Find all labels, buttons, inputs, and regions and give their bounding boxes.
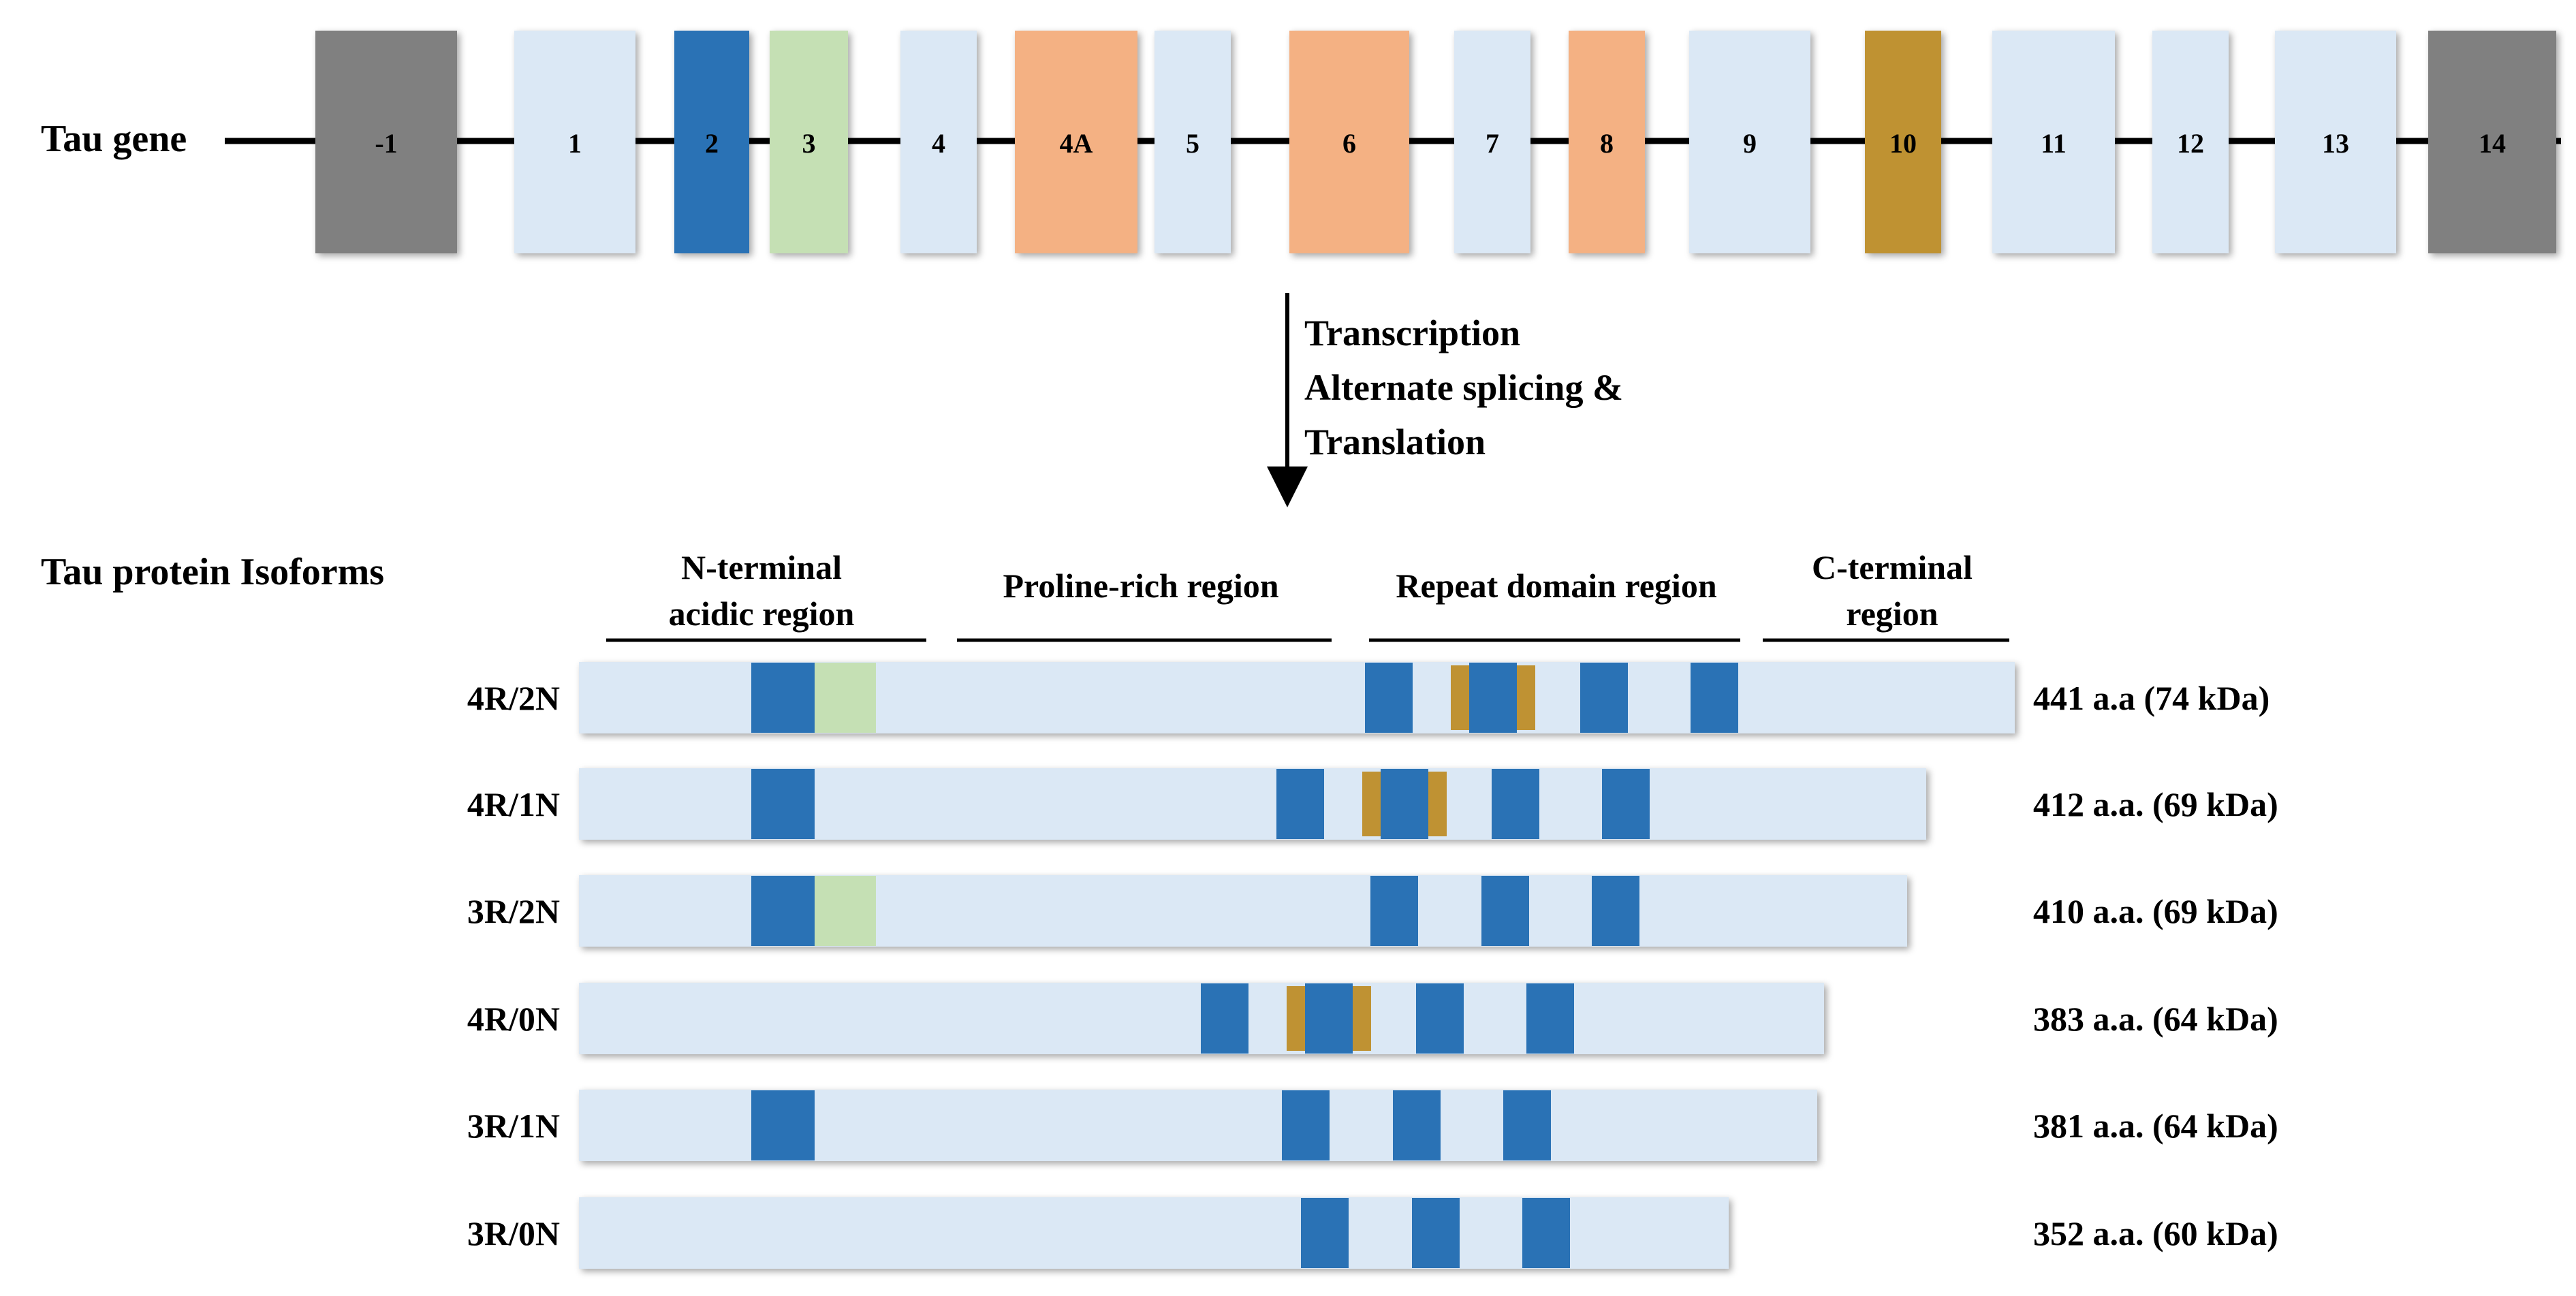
isoform-row-4r-0n: 4R/0N 383 a.a. (64 kDa) (467, 983, 2278, 1054)
exon-label: 6 (1342, 128, 1356, 159)
process-transcription: Transcription (1304, 313, 1520, 353)
region-c-terminal-line2: region (1846, 595, 1938, 633)
exon-label: 1 (568, 128, 582, 159)
repeat-domain-block (1522, 1198, 1570, 1268)
process-splicing: Alternate splicing & (1304, 367, 1623, 408)
region-n-terminal-line2: acidic region (669, 595, 855, 633)
exon-label: 14 (2479, 128, 2506, 159)
repeat-domain-block (1282, 1090, 1330, 1160)
isoform-size: 412 a.a. (69 kDa) (2033, 785, 2278, 823)
exon-3: 3 (770, 31, 848, 253)
process-translation: Translation (1304, 422, 1486, 462)
exon-8: 8 (1569, 31, 1645, 253)
isoform-name: 3R/1N (467, 1107, 560, 1145)
repeat-domain-block (1602, 769, 1650, 839)
exon-label: 3 (802, 128, 816, 159)
exon-1: 1 (514, 31, 635, 253)
repeat-domain-block (1492, 769, 1539, 839)
exon10-marker (1287, 986, 1305, 1051)
isoform-name: 4R/1N (467, 785, 560, 823)
isoform-row-4r-2n: 4R/2N 441 a.a (74 kDa) (467, 662, 2269, 733)
exon2-insert-block (751, 1090, 815, 1160)
exon-label: 9 (1743, 128, 1757, 159)
region-headers: N-terminal acidic region Proline-rich re… (606, 548, 2009, 642)
exon-label: 5 (1186, 128, 1199, 159)
exon10-marker (1362, 772, 1381, 836)
isoform-size: 383 a.a. (64 kDa) (2033, 1000, 2278, 1038)
region-repeat-domain: Repeat domain region (1396, 567, 1716, 605)
exon10-marker (1451, 665, 1469, 730)
exon-label: 10 (1889, 128, 1917, 159)
exon-9: 9 (1689, 31, 1810, 253)
repeat-domain-block (1469, 663, 1517, 733)
exon10-marker (1517, 665, 1535, 730)
exon-7: 7 (1454, 31, 1530, 253)
repeat-domain-block (1301, 1198, 1349, 1268)
isoform-row-3r-2n: 3R/2N 410 a.a. (69 kDa) (467, 875, 2278, 947)
exon10-marker (1428, 772, 1447, 836)
exon10-marker (1353, 986, 1371, 1051)
repeat-domain-block (1526, 983, 1574, 1054)
repeat-domain-block (1691, 663, 1738, 733)
exon-label: 4 (932, 128, 945, 159)
exon-label: -1 (375, 128, 397, 159)
exon-label: 11 (2041, 128, 2067, 159)
isoform-rows: 4R/2N 441 a.a (74 kDa) 4R/1N 412 a.a. (69 k… (467, 662, 2278, 1269)
isoform-size: 441 a.a (74 kDa) (2033, 679, 2269, 717)
repeat-domain-block (1381, 769, 1428, 839)
region-proline-rich: Proline-rich region (1003, 567, 1278, 605)
exon3-insert-block (815, 663, 876, 733)
exon-label: 4A (1060, 128, 1093, 159)
exon-5: 5 (1155, 31, 1231, 253)
gene-label: Tau gene (41, 118, 187, 160)
exon-10: 10 (1865, 31, 1941, 253)
repeat-domain-block (1201, 983, 1248, 1054)
repeat-domain-block (1481, 876, 1529, 946)
exon-minus1: -1 (315, 31, 457, 253)
exon3-insert-block (815, 876, 876, 946)
isoform-name: 4R/0N (467, 1000, 560, 1038)
isoform-row-3r-0n: 3R/0N 352 a.a. (60 kDa) (467, 1197, 2278, 1269)
exon-14: 14 (2428, 31, 2556, 253)
repeat-domain-block (1412, 1198, 1460, 1268)
repeat-domain-block (1416, 983, 1464, 1054)
isoform-size: 352 a.a. (60 kDa) (2033, 1214, 2278, 1252)
isoform-name: 4R/2N (467, 679, 560, 717)
repeat-domain-block (1393, 1090, 1441, 1160)
exon-13: 13 (2275, 31, 2396, 253)
isoform-size: 381 a.a. (64 kDa) (2033, 1107, 2278, 1145)
exon-2: 2 (674, 31, 749, 253)
repeat-domain-block (1503, 1090, 1551, 1160)
repeat-domain-block (1276, 769, 1324, 839)
exon-label: 12 (2177, 128, 2204, 159)
repeat-domain-block (1305, 983, 1353, 1054)
isoform-name: 3R/2N (467, 892, 560, 930)
exon-label: 13 (2322, 128, 2349, 159)
isoforms-title: Tau protein Isoforms (41, 551, 384, 593)
exon-4A: 4A (1015, 31, 1137, 253)
exon-label: 8 (1600, 128, 1614, 159)
repeat-domain-block (1592, 876, 1639, 946)
repeat-domain-block (1370, 876, 1418, 946)
isoform-name: 3R/0N (467, 1214, 560, 1252)
repeat-domain-block (1365, 663, 1413, 733)
isoform-row-4r-1n: 4R/1N 412 a.a. (69 kDa) (467, 768, 2278, 840)
exon-label: 7 (1486, 128, 1499, 159)
exon2-insert-block (751, 663, 815, 733)
exon-6: 6 (1289, 31, 1409, 253)
repeat-domain-block (1580, 663, 1628, 733)
exon-12: 12 (2152, 31, 2229, 253)
exon2-insert-block (751, 876, 815, 946)
isoform-size: 410 a.a. (69 kDa) (2033, 892, 2278, 930)
region-c-terminal-line1: C-terminal (1812, 548, 1973, 586)
exon-11: 11 (1992, 31, 2115, 253)
exon-4: 4 (900, 31, 977, 253)
exon2-insert-block (751, 769, 815, 839)
isoform-row-3r-1n: 3R/1N 381 a.a. (64 kDa) (467, 1090, 2278, 1161)
exon-label: 2 (705, 128, 719, 159)
region-n-terminal-line1: N-terminal (681, 548, 842, 586)
